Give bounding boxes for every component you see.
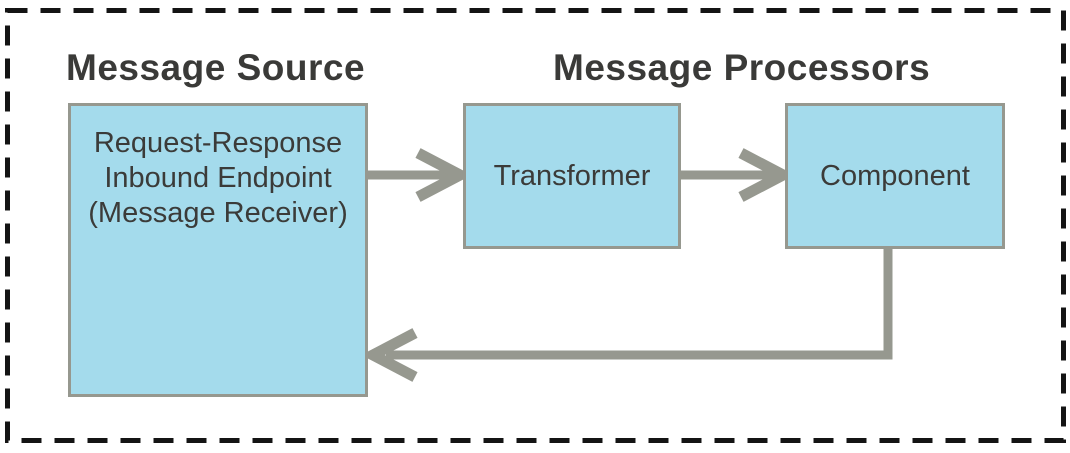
endpoint-label-line-1: Request-Response xyxy=(93,127,343,159)
arrow-shaft xyxy=(386,248,893,360)
heading-message-processors: Message Processors xyxy=(553,47,931,88)
node-component: Component xyxy=(785,103,1005,249)
endpoint-label-line-3: (Message Receiver) xyxy=(88,197,348,229)
arrow-endpoint-to-transformer xyxy=(368,148,472,202)
arrow-head-icon xyxy=(415,148,472,202)
transformer-label: Transformer xyxy=(493,159,651,192)
endpoint-label-line-2: Inbound Endpoint xyxy=(104,162,332,194)
component-label: Component xyxy=(820,159,970,192)
arrow-head-icon xyxy=(361,328,418,382)
node-transformer: Transformer xyxy=(463,103,681,249)
arrow-transformer-to-component xyxy=(681,148,795,202)
node-inbound-endpoint: Request-Response Inbound Endpoint (Messa… xyxy=(68,103,368,397)
arrow-component-return-to-endpoint xyxy=(361,248,893,382)
dashed-frame xyxy=(5,8,1066,443)
arrow-head-icon xyxy=(738,148,795,202)
heading-message-source: Message Source xyxy=(66,47,366,88)
